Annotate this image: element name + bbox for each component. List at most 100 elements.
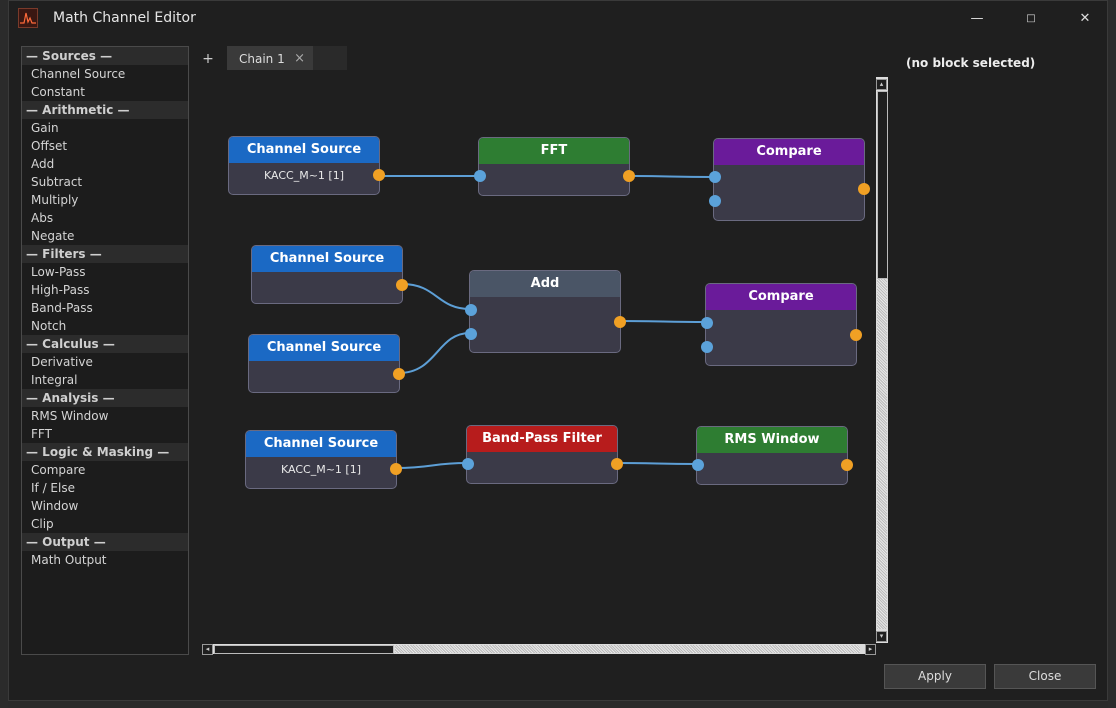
input-port-a[interactable] bbox=[709, 171, 721, 183]
output-port[interactable] bbox=[858, 183, 870, 195]
node-band-pass-filter[interactable]: Band-Pass Filter bbox=[462, 425, 623, 484]
tab-chain-1[interactable]: Chain 1 × bbox=[227, 46, 313, 70]
add-chain-tab-button[interactable]: + bbox=[202, 51, 214, 67]
tab-bar-empty-area bbox=[313, 46, 347, 70]
output-port[interactable] bbox=[393, 368, 405, 380]
wire-source3-bandpass bbox=[395, 462, 468, 469]
canvas-horizontal-scrollbar[interactable]: ◂ ▸ bbox=[202, 644, 876, 655]
input-port[interactable] bbox=[692, 459, 704, 471]
palette-item[interactable]: Multiply bbox=[31, 193, 79, 207]
palette-item[interactable]: Offset bbox=[31, 139, 68, 153]
wire-bandpass-rms bbox=[616, 462, 698, 465]
node-channel-source-2b[interactable]: Channel Source bbox=[248, 334, 405, 393]
input-port[interactable] bbox=[462, 458, 474, 470]
wire-add-compare2 bbox=[619, 320, 707, 323]
output-port[interactable] bbox=[614, 316, 626, 328]
output-port[interactable] bbox=[390, 463, 402, 475]
palette-item[interactable]: Window bbox=[31, 499, 79, 513]
palette-item[interactable]: RMS Window bbox=[31, 409, 109, 423]
input-port-b[interactable] bbox=[465, 328, 477, 340]
palette-category-header: — Calculus — bbox=[22, 335, 188, 353]
maximize-button[interactable]: □ bbox=[1026, 13, 1036, 24]
vertical-scroll-thumb[interactable] bbox=[877, 91, 888, 279]
output-port[interactable] bbox=[611, 458, 623, 470]
palette-item[interactable]: Notch bbox=[31, 319, 67, 333]
node-channel-label: KACC_M~1 [1] bbox=[264, 169, 344, 182]
palette-item[interactable]: Abs bbox=[31, 211, 54, 225]
palette-category-header: — Arithmetic — bbox=[22, 101, 188, 119]
input-port-a[interactable] bbox=[701, 317, 713, 329]
input-port-a[interactable] bbox=[465, 304, 477, 316]
minimize-button[interactable]: — bbox=[970, 11, 984, 26]
palette-item[interactable]: Band-Pass bbox=[31, 301, 93, 315]
node-title: Add bbox=[470, 271, 620, 297]
node-title: Channel Source bbox=[229, 137, 379, 163]
wire-source2a-add bbox=[401, 283, 471, 310]
input-port-b[interactable] bbox=[709, 195, 721, 207]
palette-item[interactable]: Constant bbox=[31, 85, 85, 99]
app-waveform-icon bbox=[18, 8, 38, 28]
palette-item[interactable]: Negate bbox=[31, 229, 75, 243]
palette-category-header: — Filters — bbox=[22, 245, 188, 263]
window-title: Math Channel Editor bbox=[53, 10, 196, 26]
node-title: Channel Source bbox=[249, 335, 399, 361]
output-port[interactable] bbox=[850, 329, 862, 341]
palette-category-header: — Output — bbox=[22, 533, 188, 551]
output-port[interactable] bbox=[396, 279, 408, 291]
output-port[interactable] bbox=[373, 169, 385, 181]
input-port-b[interactable] bbox=[701, 341, 713, 353]
node-title: RMS Window bbox=[697, 427, 847, 453]
scroll-up-arrow-icon[interactable]: ▴ bbox=[876, 79, 887, 90]
palette-item[interactable]: Clip bbox=[31, 517, 54, 531]
palette-item[interactable]: Low-Pass bbox=[31, 265, 86, 279]
apply-button[interactable]: Apply bbox=[884, 664, 986, 689]
node-compare-2[interactable]: Compare bbox=[701, 283, 862, 366]
background-left-edge bbox=[0, 0, 8, 708]
horizontal-scroll-track[interactable] bbox=[395, 645, 860, 653]
close-window-button[interactable]: ✕ bbox=[1079, 11, 1091, 26]
palette-item[interactable]: Compare bbox=[31, 463, 86, 477]
close-button[interactable]: Close bbox=[994, 664, 1096, 689]
background-right-edge bbox=[1108, 0, 1116, 708]
palette-category-header: — Analysis — bbox=[22, 389, 188, 407]
palette-item[interactable]: FFT bbox=[31, 427, 52, 441]
palette-item[interactable]: Math Output bbox=[31, 553, 107, 567]
node-channel-source-1[interactable]: Channel Source KACC_M~1 [1] bbox=[228, 136, 385, 195]
palette-item[interactable]: High-Pass bbox=[31, 283, 90, 297]
output-port[interactable] bbox=[623, 170, 635, 182]
scroll-left-arrow-icon[interactable]: ◂ bbox=[202, 644, 213, 655]
scroll-down-arrow-icon[interactable]: ▾ bbox=[876, 631, 887, 642]
palette-item[interactable]: Add bbox=[31, 157, 55, 171]
node-channel-source-3[interactable]: Channel Source KACC_M~1 [1] bbox=[245, 430, 402, 489]
palette-item[interactable]: Integral bbox=[31, 373, 78, 387]
node-title: Compare bbox=[714, 139, 864, 165]
wire-fft-compare1 bbox=[628, 175, 715, 178]
palette-item[interactable]: Subtract bbox=[31, 175, 83, 189]
tab-label: Chain 1 bbox=[239, 52, 285, 66]
wire-source2b-add bbox=[398, 332, 471, 374]
math-channel-editor-window: Math Channel Editor — □ ✕ — Sources —Cha… bbox=[8, 0, 1108, 701]
node-fft[interactable]: FFT bbox=[474, 137, 635, 196]
node-rms-window[interactable]: RMS Window bbox=[692, 426, 853, 485]
input-port[interactable] bbox=[474, 170, 486, 182]
palette-item[interactable]: Derivative bbox=[31, 355, 93, 369]
tab-close-icon[interactable]: × bbox=[294, 51, 305, 66]
vertical-scroll-track[interactable] bbox=[877, 279, 887, 629]
palette-item[interactable]: If / Else bbox=[31, 481, 75, 495]
node-compare-1[interactable]: Compare bbox=[709, 138, 870, 221]
titlebar: Math Channel Editor — □ ✕ bbox=[9, 1, 1107, 37]
node-canvas[interactable]: Channel Source KACC_M~1 [1] FFT Compare … bbox=[197, 76, 883, 642]
canvas-vertical-scrollbar[interactable]: ▴ ▾ bbox=[876, 77, 888, 643]
node-channel-source-2a[interactable]: Channel Source bbox=[251, 245, 408, 304]
horizontal-scroll-thumb[interactable] bbox=[214, 645, 394, 654]
node-title: Band-Pass Filter bbox=[467, 426, 617, 452]
node-title: Compare bbox=[706, 284, 856, 310]
node-title: FFT bbox=[479, 138, 629, 164]
palette-item[interactable]: Channel Source bbox=[31, 67, 126, 81]
node-title: Channel Source bbox=[246, 431, 396, 457]
node-add[interactable]: Add bbox=[465, 270, 626, 353]
scroll-right-arrow-icon[interactable]: ▸ bbox=[865, 644, 876, 655]
palette-item[interactable]: Gain bbox=[31, 121, 59, 135]
output-port[interactable] bbox=[841, 459, 853, 471]
